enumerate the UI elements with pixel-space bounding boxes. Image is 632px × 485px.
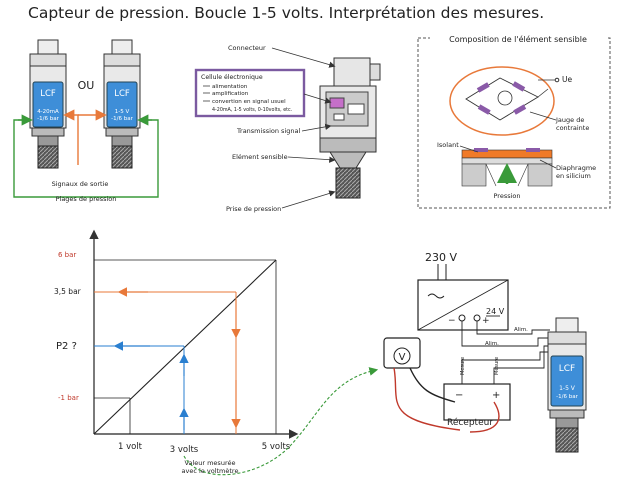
plages-label: Plages de pression [56,195,117,203]
isolant-label: Isolant [437,141,459,149]
page-title: Capteur de pression. Boucle 1-5 volts. I… [28,4,545,22]
signaux-label: Signaux de sortie [52,180,109,188]
sensor-4-20ma: LCF 4-20mA -1/6 bar [29,39,67,169]
connecteur-label: Connecteur [228,44,266,52]
alim-label-2: Alim. [485,341,499,347]
sensor-bottom-signal: 1-5 V [559,385,576,392]
cellule-box [194,68,306,118]
sensor-left-signal: 4-20mA [37,109,59,115]
sensor-bottom-brand: LCF [559,364,575,374]
prise-label: Prise de pression [226,205,281,213]
sensor-right-range: -1/6 bar [111,116,133,122]
jauge-label-2: contrainte [556,124,589,132]
supply-plus: + [482,316,490,326]
sensor-bottom: LCF 1-5 V -1/6 bar [547,317,587,453]
x-label-3v: 3 volts [170,445,199,455]
note-line-1: Valeur mesurée [185,459,236,467]
transmission-label: Transmission signal [236,127,300,135]
x-label-5v: 5 volts [262,442,291,452]
cellule-item: convertion en signal usuel [212,99,286,105]
cellule-item: amplification [212,91,249,97]
recepteur-minus: − [455,390,463,401]
sensor-right-brand: LCF [114,89,130,99]
mesure-label-2: Mesure [494,357,500,375]
y-label-3-5bar: 3,5 bar [54,287,82,296]
circuit: 230 V 24 V − + Alim. Alim. Mesure Mesure… [383,251,550,433]
diaphragme-label-1: Diaphragme [556,164,596,172]
element-label: Elément sensible [232,153,288,161]
cellule-item: 4-20mA, 1-5 volts, 0-10volts, etc. [212,107,292,113]
diaphragme-label-2: en silicium [556,172,591,180]
ou-label: OU [78,79,95,92]
sensor-bottom-range: -1/6 bar [556,394,578,400]
supply-label: 230 V [425,251,457,264]
sensor-left-brand: LCF [40,89,56,99]
x-label-1v: 1 volt [118,442,143,452]
sensor-right-signal: 1-5 V [115,109,130,115]
cellule-item: alimentation [212,84,248,90]
composition-panel: Composition de l'élément sensible Ue Jau… [417,33,611,209]
ue-label: Ue [562,75,572,84]
graph: 6 bar 3,5 bar P2 ? -1 bar 1 volt 3 volts… [54,229,379,476]
dc-label: 24 V [486,307,505,316]
recepteur-plus: + [492,390,500,401]
voltmeter-label: V [399,352,406,363]
jauge-label-1: Jauge de [555,116,584,124]
recepteur-label: Récepteur [447,417,493,428]
y-label-p2: P2 ? [56,341,77,352]
composition-title: Composition de l'élément sensible [449,34,587,44]
sensor-1-5v: LCF 1-5 V -1/6 bar [103,39,141,169]
cellule-title: Cellule électronique [201,73,263,81]
note-line-2: avec le voltmètre [182,467,239,475]
pression-label: Pression [493,192,520,200]
supply-minus: − [448,316,456,326]
y-label-minus1bar: -1 bar [58,394,79,402]
sensor-cutaway [319,57,381,199]
y-label-6bar: 6 bar [58,251,76,259]
alim-label-1: Alim. [514,327,528,333]
mesure-label-1: Mesure [460,357,466,375]
sensor-left-range: -1/6 bar [37,116,59,122]
